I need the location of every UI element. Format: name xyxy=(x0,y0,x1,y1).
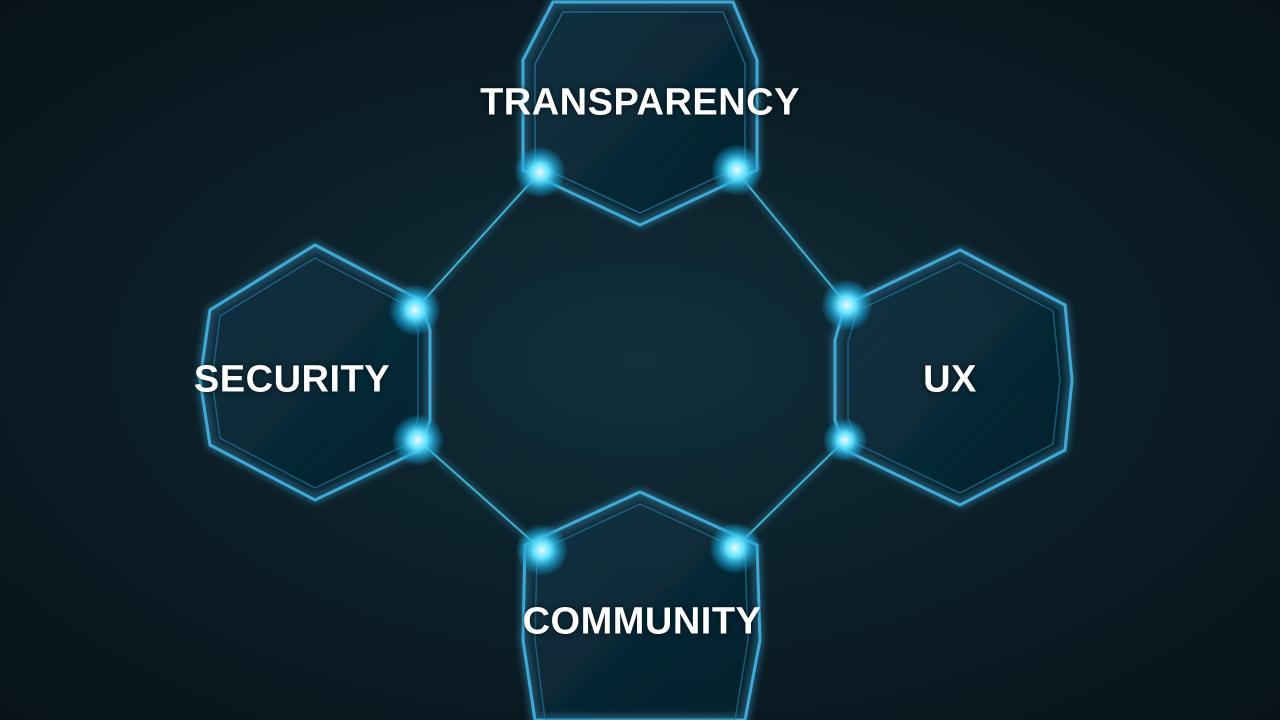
glow-node xyxy=(389,284,441,336)
label-security: SECURITY xyxy=(193,358,391,401)
glow-node xyxy=(709,522,761,574)
glow-node xyxy=(514,146,566,198)
glow-node xyxy=(711,144,763,196)
glow-node xyxy=(821,279,873,331)
label-transparency: TRANSPARENCY xyxy=(480,81,800,124)
hexagon-transparency xyxy=(521,0,759,227)
label-community: COMMUNITY xyxy=(522,600,762,643)
connector-lines xyxy=(414,171,848,551)
glow-node xyxy=(516,524,568,576)
connector-transparency-security xyxy=(414,171,541,311)
connector-security-community xyxy=(417,439,543,551)
glow-nodes xyxy=(389,144,873,576)
label-ux: UX xyxy=(923,358,977,401)
connector-transparency-ux xyxy=(736,171,848,306)
glow-node xyxy=(823,418,867,462)
glow-node xyxy=(392,414,444,466)
